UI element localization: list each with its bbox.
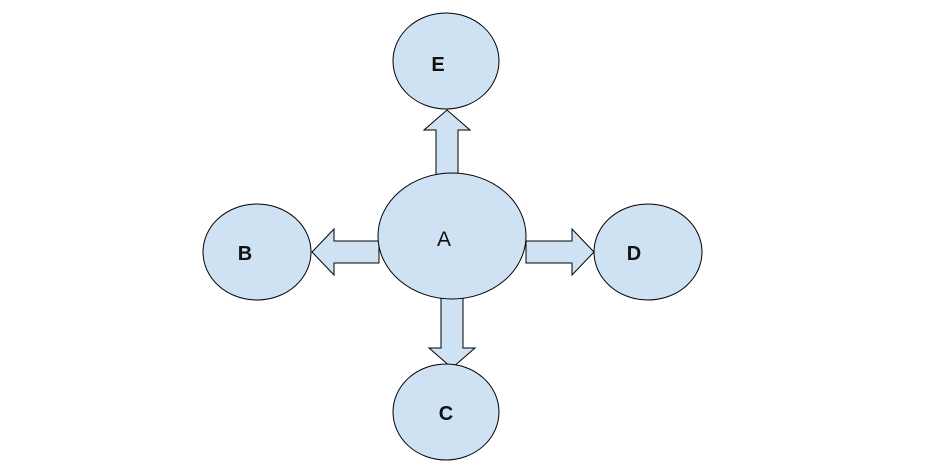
arrow-a-to-d [525,227,595,277]
node-d [593,203,703,301]
node-c [392,363,500,461]
node-c-label: C [439,403,453,425]
node-a-label: A [437,228,451,251]
arrow-a-to-b [311,227,380,277]
node-e-label: E [431,54,444,76]
node-b-label: B [238,243,252,265]
arrow-a-to-e [422,109,472,176]
arrow-a-to-c [427,297,477,369]
node-e [392,12,500,110]
node-b [202,203,312,301]
node-d-label: D [627,243,641,265]
node-a [377,172,527,300]
